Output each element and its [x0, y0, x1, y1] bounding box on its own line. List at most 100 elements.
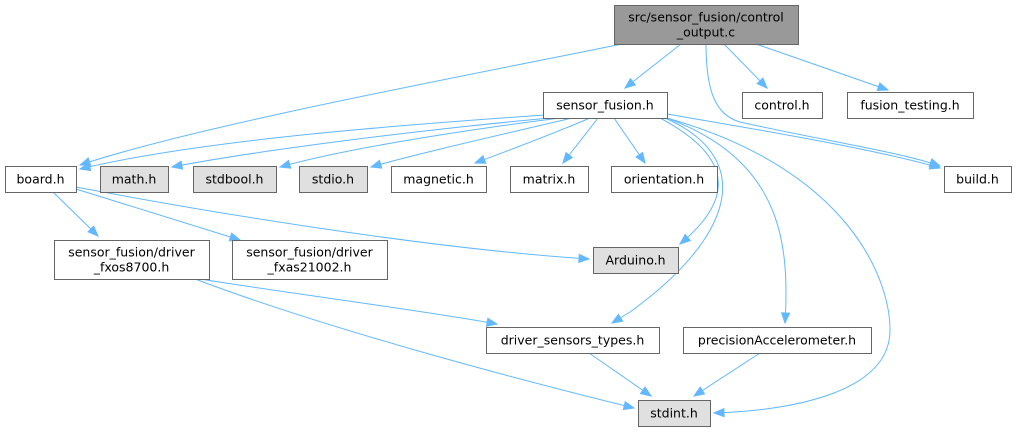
arrowhead-icon: [678, 233, 692, 245]
node-board-h[interactable]: board.h: [5, 166, 77, 193]
node-stdio-h: stdio.h: [299, 166, 368, 193]
node-sensor-fusion-h[interactable]: sensor_fusion.h: [543, 92, 668, 119]
arrowhead-icon: [610, 313, 624, 324]
node-box: [543, 92, 668, 119]
node-label: _output.c: [676, 25, 735, 40]
edge-line: [279, 117, 561, 168]
node-label: stdbool.h: [206, 172, 264, 187]
edge-sensor_fusion_h-to-precision_accelerometer_h: [666, 117, 791, 325]
node-box: [391, 166, 487, 193]
arrowhead-icon: [639, 386, 653, 397]
edge-sensor_fusion_h-to-build_h: [666, 113, 942, 170]
arrowhead-icon: [87, 225, 99, 237]
edge-line: [588, 352, 652, 397]
arrowhead-icon: [369, 159, 383, 169]
node-box: [299, 166, 368, 193]
edge-sensor_fusion_h-to-board_h: [78, 114, 546, 172]
node-box: [54, 240, 210, 280]
node-orientation-h[interactable]: orientation.h: [611, 166, 718, 193]
node-box: [5, 166, 77, 193]
edge-line: [194, 278, 635, 409]
node-box: [614, 5, 799, 45]
arrowhead-icon: [623, 77, 637, 89]
node-box: [611, 166, 718, 193]
node-box: [593, 247, 679, 274]
node-driver-fxas21002-h[interactable]: sensor_fusion/driver_fxas21002.h: [232, 240, 388, 280]
node-label: stdint.h: [650, 406, 698, 421]
node-box: [510, 166, 589, 193]
node-label: sensor_fusion/driver: [68, 245, 195, 260]
node-box: [742, 92, 823, 119]
node-fusion-testing-h[interactable]: fusion_testing.h: [847, 92, 974, 119]
edge-precision_accelerometer_h-to-stdint_h: [692, 352, 761, 397]
edge-line: [199, 278, 498, 325]
edge-sensor_fusion_h-to-stdint_h: [666, 117, 891, 418]
node-label: Arduino.h: [605, 253, 665, 268]
node-build-h[interactable]: build.h: [944, 166, 1012, 193]
node-label: fusion_testing.h: [860, 98, 959, 113]
node-box: [193, 166, 277, 193]
node-label: _fxas21002.h: [267, 260, 352, 275]
edge-root-to-fusion_testing_h: [755, 43, 890, 92]
node-label: magnetic.h: [403, 172, 474, 187]
node-driver-sensors-types-h[interactable]: driver_sensors_types.h: [486, 327, 660, 354]
arrowhead-icon: [635, 151, 646, 165]
node-label: math.h: [112, 172, 157, 187]
edge-sensor_fusion_h-to-math_h: [170, 117, 551, 170]
edge-sensor_fusion_h-to-matrix_h: [562, 117, 599, 165]
edge-line: [755, 43, 889, 91]
edges-layer: [52, 43, 942, 418]
nodes-layer: src/sensor_fusion/control_output.csensor…: [5, 5, 1012, 427]
node-stdbool-h: stdbool.h: [193, 166, 277, 193]
edge-sensor_fusion_h-to-stdio_h: [369, 117, 573, 169]
edge-driver_fxos8700_h-to-driver_sensors_types_h: [199, 278, 499, 327]
node-label: sensor_fusion.h: [556, 98, 653, 113]
node-box: [486, 327, 660, 354]
arrowhead-icon: [712, 407, 725, 418]
node-label: driver_sensors_types.h: [501, 333, 645, 348]
node-math-h: math.h: [100, 166, 169, 193]
arrowhead-icon: [278, 159, 292, 169]
arrowhead-icon: [562, 151, 574, 165]
node-label: src/sensor_fusion/control: [628, 10, 784, 25]
node-box: [847, 92, 974, 119]
edge-line: [79, 114, 546, 170]
node-label: orientation.h: [624, 172, 704, 187]
node-label: board.h: [17, 172, 65, 187]
edge-line: [693, 352, 761, 397]
edge-line: [474, 117, 591, 164]
node-label: precisionAccelerometer.h: [698, 333, 856, 348]
arrowhead-icon: [692, 386, 706, 397]
node-label: sensor_fusion/driver: [246, 245, 373, 260]
node-magnetic-h[interactable]: magnetic.h: [391, 166, 487, 193]
edge-sensor_fusion_h-to-orientation_h: [613, 117, 646, 165]
arrowhead-icon: [473, 154, 487, 164]
edge-sensor_fusion_h-to-stdbool_h: [278, 117, 561, 169]
arrowhead-icon: [756, 77, 768, 89]
edge-line: [79, 43, 623, 166]
arrowhead-icon: [578, 253, 591, 264]
edge-line: [705, 43, 941, 167]
edge-board_h-to-arduino_h: [75, 186, 591, 264]
arrowhead-icon: [228, 232, 242, 242]
node-box: [232, 240, 388, 280]
node-control-h[interactable]: control.h: [742, 92, 823, 119]
edge-sensor_fusion_h-to-magnetic_h: [473, 117, 591, 164]
arrowhead-icon: [928, 160, 942, 170]
edge-board_h-to-driver_fxas21002_h: [75, 188, 242, 242]
edge-root-to-control_h: [723, 43, 768, 89]
node-box: [100, 166, 169, 193]
node-driver-fxos8700-h[interactable]: sensor_fusion/driver_fxos8700.h: [54, 240, 210, 280]
node-label: matrix.h: [523, 172, 576, 187]
node-matrix-h[interactable]: matrix.h: [510, 166, 589, 193]
edge-line: [624, 43, 682, 89]
arrowhead-icon: [876, 82, 890, 92]
edge-line: [611, 117, 723, 324]
arrowhead-icon: [78, 161, 92, 172]
edge-root-to-sensor_fusion_h: [623, 43, 682, 89]
node-precision-accelerometer-h[interactable]: precisionAccelerometer.h: [683, 327, 872, 354]
node-box: [683, 327, 872, 354]
edge-board_h-to-driver_fxos8700_h: [52, 191, 99, 237]
node-label: build.h: [956, 172, 999, 187]
